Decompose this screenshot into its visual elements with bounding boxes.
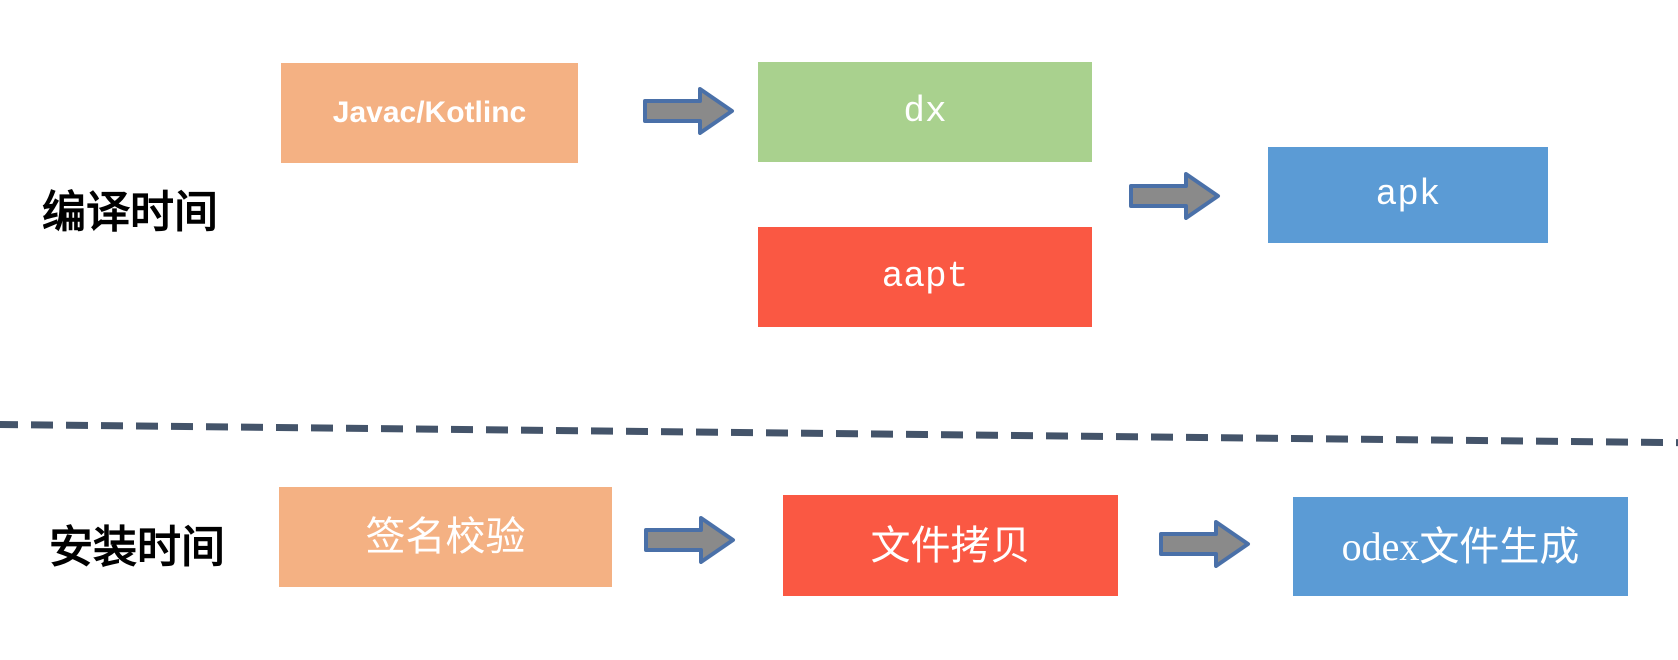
arrow-right-icon <box>1159 520 1250 568</box>
arrow-right-icon <box>643 87 734 135</box>
node-javac-kotlinc: Javac/Kotlinc <box>281 63 578 163</box>
node-odex-file-generate: odex文件生成 <box>1293 497 1628 596</box>
node-file-copy: 文件拷贝 <box>783 495 1118 596</box>
node-aapt: aapt <box>758 227 1092 327</box>
arrow-right-icon <box>1129 172 1220 220</box>
node-signature-verify: 签名校验 <box>279 487 612 587</box>
arrow-right-icon <box>644 516 735 564</box>
row-label-compile-time: 编译时间 <box>42 188 218 237</box>
divider-dashed-line <box>0 421 1678 447</box>
row-label-install-time: 安装时间 <box>49 523 225 572</box>
node-dx: dx <box>758 62 1092 162</box>
node-apk: apk <box>1268 147 1548 243</box>
